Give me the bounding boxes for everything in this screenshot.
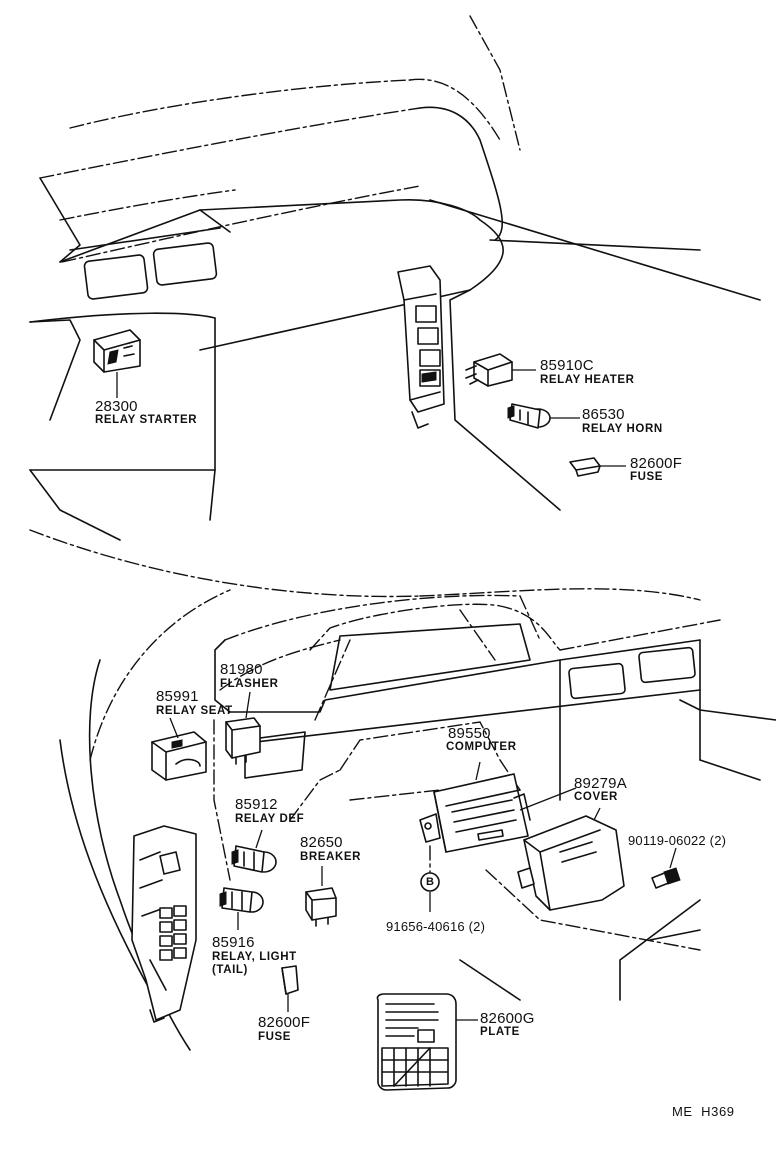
callout-82600f-top-name: FUSE: [630, 471, 664, 483]
callout-28300-name: RELAY STARTER: [95, 414, 198, 426]
screw-part: [651, 847, 681, 889]
callout-81980-number: 81980: [220, 661, 263, 678]
callout-82600f-bottom-number: 82600F: [258, 1014, 311, 1031]
plate-part: [376, 993, 478, 1091]
bottom-panel-outline: [29, 529, 776, 1051]
relay-heater-part: [465, 353, 536, 387]
junction-block-side: [131, 825, 197, 1023]
breaker-part: [305, 866, 337, 927]
relay-seat-part: [151, 717, 207, 781]
callout-85912-number: 85912: [235, 796, 278, 813]
relay-starter-part: [93, 329, 141, 398]
callout-89279a-name: COVER: [574, 791, 618, 803]
callout-85916-number: 85916: [212, 934, 255, 951]
callout-85916-name2: (TAIL): [212, 964, 248, 976]
callout-90119-number: 90119-06022 (2): [628, 833, 727, 848]
relay-light-tail-part: [219, 887, 264, 930]
callout-91656-number: 91656-40616 (2): [386, 919, 486, 934]
callout-85912-name: RELAY DEF: [235, 813, 305, 825]
callout-85991-number: 85991: [156, 688, 199, 705]
callout-85991-name: RELAY SEAT: [156, 705, 233, 717]
relay-def-part: [231, 829, 277, 873]
clip-part: [420, 845, 440, 912]
callout-85910c-name: RELAY HEATER: [540, 374, 635, 386]
diagram-code: ME H369: [672, 1104, 735, 1119]
callout-81980-name: FLASHER: [220, 678, 279, 690]
callout-86530-name: RELAY HORN: [582, 423, 663, 435]
callout-82650-number: 82650: [300, 834, 343, 851]
callout-89279a-number: 89279A: [574, 775, 627, 792]
callout-82600f-bottom-name: FUSE: [258, 1031, 292, 1043]
relay-horn-part: [507, 403, 580, 429]
callout-28300-number: 28300: [95, 398, 138, 415]
junction-block-top: [397, 265, 445, 429]
callout-82600g-name: PLATE: [480, 1026, 520, 1038]
top-dashboard-outline: [29, 15, 761, 541]
computer-part: [419, 761, 577, 853]
callout-82600f-top-number: 82600F: [630, 455, 683, 472]
callout-82600g-number: 82600G: [480, 1010, 535, 1027]
callout-85910c-number: 85910C: [540, 357, 594, 374]
fuse-top-part: [569, 457, 626, 477]
callout-89550-name: COMPUTER: [446, 741, 517, 753]
cover-part: [517, 807, 625, 911]
flasher-part: [225, 691, 261, 765]
callout-89550-number: 89550: [448, 725, 491, 742]
callout-86530-number: 86530: [582, 406, 625, 423]
callout-82650-name: BREAKER: [300, 851, 362, 863]
callout-85916-name: RELAY, LIGHT: [212, 951, 297, 963]
fuse-bottom-part: [281, 965, 299, 1012]
marker-letter: B: [426, 876, 435, 888]
